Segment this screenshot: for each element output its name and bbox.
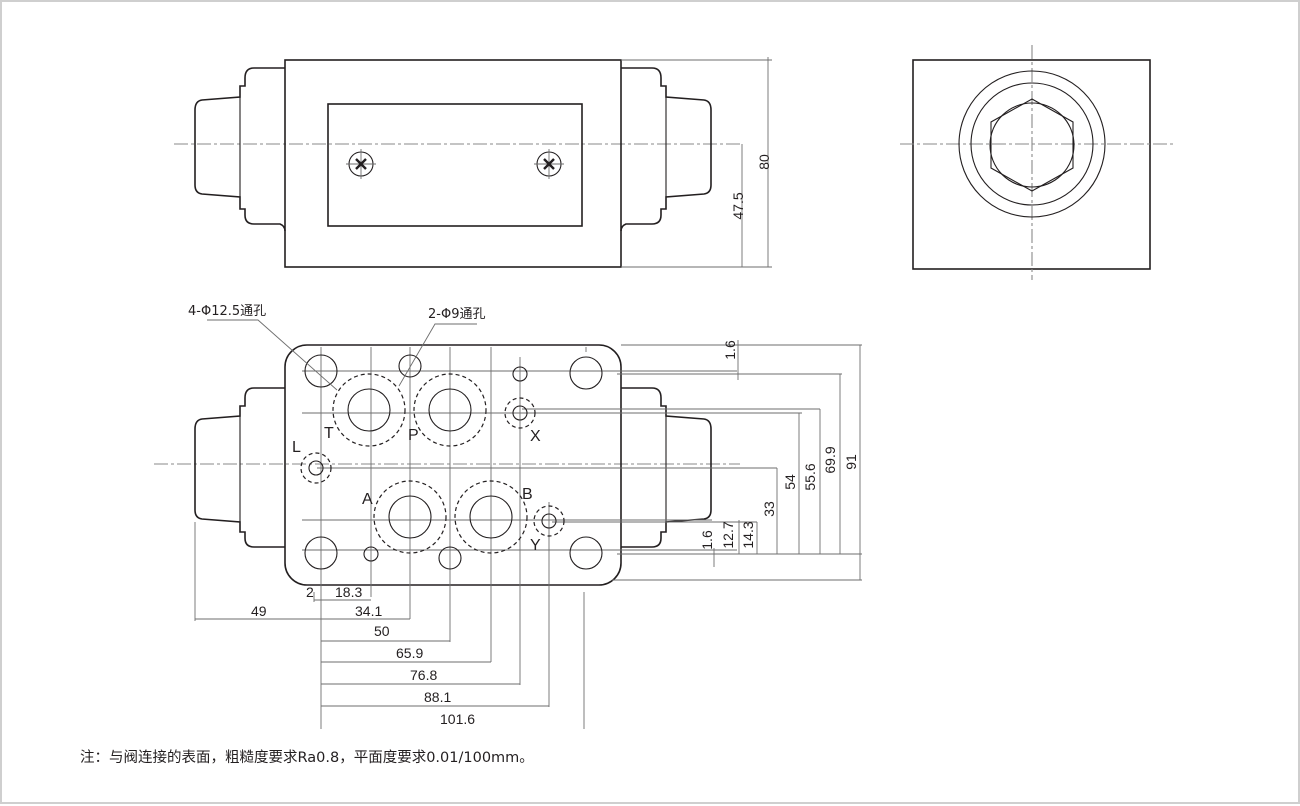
port-label-P: P [408, 427, 419, 444]
valve-body [284, 59, 622, 268]
left-actuator [194, 67, 286, 232]
port-label-T: T [324, 425, 334, 442]
port-X-seal [504, 397, 536, 429]
callout-leader-pin [398, 323, 477, 387]
port-B-seal [454, 480, 528, 554]
side-inner-ring [970, 82, 1094, 206]
port-A-seal [373, 480, 447, 554]
port-T [347, 388, 391, 432]
port-P-seal [413, 373, 487, 447]
callout-leader-mounting [207, 319, 338, 391]
right-actuator [620, 67, 712, 232]
side-view [900, 45, 1174, 280]
pin-hole [398, 354, 422, 378]
dim-h-76-8: 76.8 [410, 667, 437, 683]
left-actuator-bottom [194, 387, 285, 548]
right-actuator-bottom [621, 387, 712, 548]
dim-h-34-1: 34.1 [355, 603, 382, 619]
nameplate [327, 103, 583, 227]
dim-h-18-3: 18.3 [335, 584, 362, 600]
port-label-Y: Y [530, 537, 541, 554]
dim-h-50: 50 [374, 623, 390, 639]
dim-v-54: 54 [782, 474, 798, 490]
port-B [469, 495, 513, 539]
port-A [388, 495, 432, 539]
callout-mounting-holes: 4-Φ12.5通孔 [188, 304, 266, 319]
dim-h-2: 2 [306, 584, 314, 600]
port-Y [541, 513, 557, 529]
locating-hole [512, 366, 528, 382]
dim-h-88-1: 88.1 [424, 689, 451, 705]
dim-v-12-7: 12.7 [720, 521, 736, 548]
dim-v-33: 33 [761, 501, 777, 517]
mounting-hole [304, 536, 338, 570]
callout-pin-holes: 2-Φ9通孔 [428, 307, 485, 322]
mounting-hole [304, 354, 338, 388]
front-view: 47.5 80 [174, 57, 772, 268]
port-label-L: L [292, 439, 301, 456]
dim-v-14-3: 14.3 [740, 521, 756, 548]
port-X [512, 405, 528, 421]
mounting-hole [569, 536, 603, 570]
mounting-hole [569, 356, 603, 390]
port-label-A: A [362, 491, 373, 508]
dim-h-101-6: 101.6 [440, 711, 475, 727]
port-P [428, 388, 472, 432]
dim-v-1-6-bottom: 1.6 [699, 530, 715, 550]
screw-icon [346, 149, 376, 179]
dim-height: 80 [756, 154, 772, 170]
bottom-view: T P X L A B Y 4-Φ12.5通孔 2-Φ9通孔 1.6 1.6 1… [154, 304, 862, 729]
port-L [308, 460, 324, 476]
port-label-B: B [522, 486, 533, 503]
side-outer-ring [958, 70, 1106, 218]
dim-h-49: 49 [251, 603, 267, 619]
screw-icon [534, 149, 564, 179]
dim-h-65-9: 65.9 [396, 645, 423, 661]
mounting-plate [284, 344, 622, 586]
surface-note: 注：与阀连接的表面，粗糙度要求Ra0.8，平面度要求0.01/100mm。 [80, 749, 534, 766]
pin-hole [438, 546, 462, 570]
port-label-X: X [530, 428, 541, 445]
port-L-seal [300, 452, 332, 484]
hex-nut-icon [990, 98, 1074, 192]
dim-center-height: 47.5 [730, 192, 746, 219]
dim-v-69-9: 69.9 [822, 446, 838, 473]
dim-v-55-6: 55.6 [802, 463, 818, 490]
dim-v-1-6-top: 1.6 [722, 340, 738, 360]
locating-hole [363, 546, 379, 562]
port-Y-seal [533, 505, 565, 537]
port-T-seal [332, 373, 406, 447]
dim-v-91: 91 [843, 454, 859, 470]
